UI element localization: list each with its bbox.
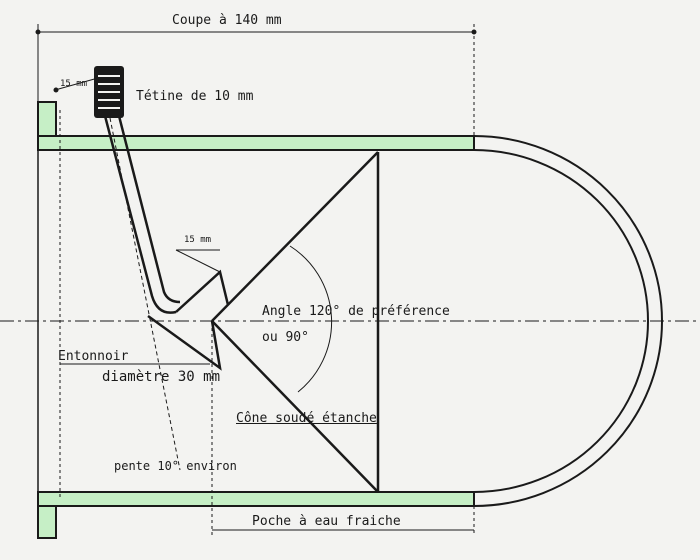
pipe-wall-bottom xyxy=(37,491,475,507)
label-angle-line1: Angle 120° de préférence xyxy=(262,304,450,319)
dimension-coupe xyxy=(35,24,477,140)
dimension-line-15-top xyxy=(54,77,99,91)
tube-inner xyxy=(116,111,181,304)
cone-lower-edge xyxy=(211,320,379,493)
label-tetine: Tétine de 10 mm xyxy=(136,89,254,104)
dimension-point-right xyxy=(471,29,477,35)
label-coupe: Coupe à 140 mm xyxy=(172,13,282,28)
label-diametre: diamètre 30 mm xyxy=(102,369,221,385)
funnel xyxy=(147,269,230,371)
label-dim15-mid: 15 mm xyxy=(184,235,212,245)
flange-bottom xyxy=(37,505,57,539)
tube-outer xyxy=(102,111,177,314)
pocket-inner-arc xyxy=(473,149,649,493)
nipple-tube xyxy=(102,111,181,314)
label-cone: Cône soudé étanche xyxy=(236,411,377,426)
nipple-head xyxy=(94,66,124,118)
cone xyxy=(211,151,380,493)
label-dim15-top: 15 mm xyxy=(60,79,88,89)
slope-line xyxy=(109,117,181,471)
cone-upper-edge xyxy=(211,151,379,322)
funnel-lower xyxy=(147,314,222,371)
label-angle-line2: ou 90° xyxy=(262,330,309,345)
label-entonnoir: Entonnoir xyxy=(58,349,129,364)
dimension-leader-15-mid xyxy=(175,249,221,273)
dimension-15-top xyxy=(53,77,99,93)
pipe-walls xyxy=(37,101,475,539)
pipe-wall-top xyxy=(37,135,475,151)
dimension-15-mid xyxy=(175,249,221,273)
angle-arc xyxy=(289,245,333,393)
label-pente: pente 10° environ xyxy=(114,459,237,473)
funnel-upper xyxy=(175,269,230,313)
dimension-point-15-top xyxy=(53,87,59,93)
flange-top xyxy=(37,101,57,137)
label-poche: Poche à eau fraiche xyxy=(252,514,401,529)
dimension-point-left xyxy=(35,29,41,35)
